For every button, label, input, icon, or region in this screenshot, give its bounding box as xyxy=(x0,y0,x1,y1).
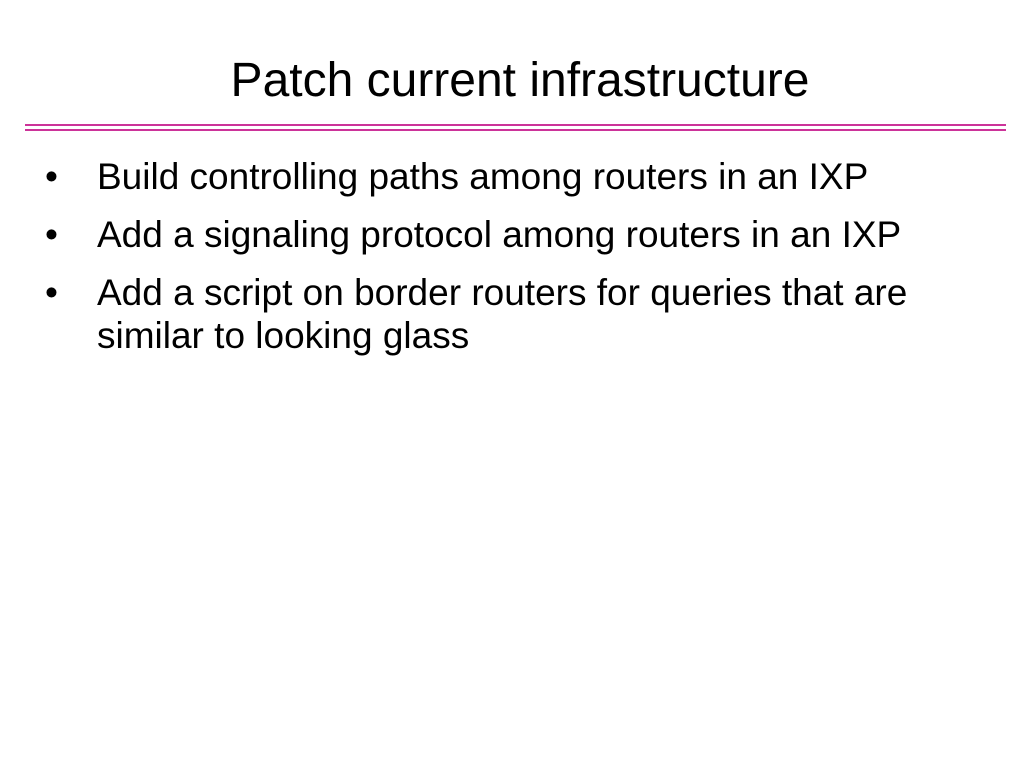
bullet-marker: • xyxy=(45,214,58,255)
bullet-item: • Build controlling paths among routers … xyxy=(45,155,965,198)
slide-title: Patch current infrastructure xyxy=(230,54,810,107)
bullet-text: Build controlling paths among routers in… xyxy=(97,156,869,197)
bullet-list: • Build controlling paths among routers … xyxy=(45,155,965,372)
title-divider-bottom xyxy=(25,129,1006,131)
bullet-item: • Add a script on border routers for que… xyxy=(45,271,965,357)
bullet-marker: • xyxy=(45,156,58,197)
bullet-item: • Add a signaling protocol among routers… xyxy=(45,213,965,256)
bullet-text: Add a signaling protocol among routers i… xyxy=(97,214,902,255)
bullet-text: Add a script on border routers for queri… xyxy=(97,272,908,356)
bullet-marker: • xyxy=(45,272,58,313)
title-divider-top xyxy=(25,124,1006,126)
